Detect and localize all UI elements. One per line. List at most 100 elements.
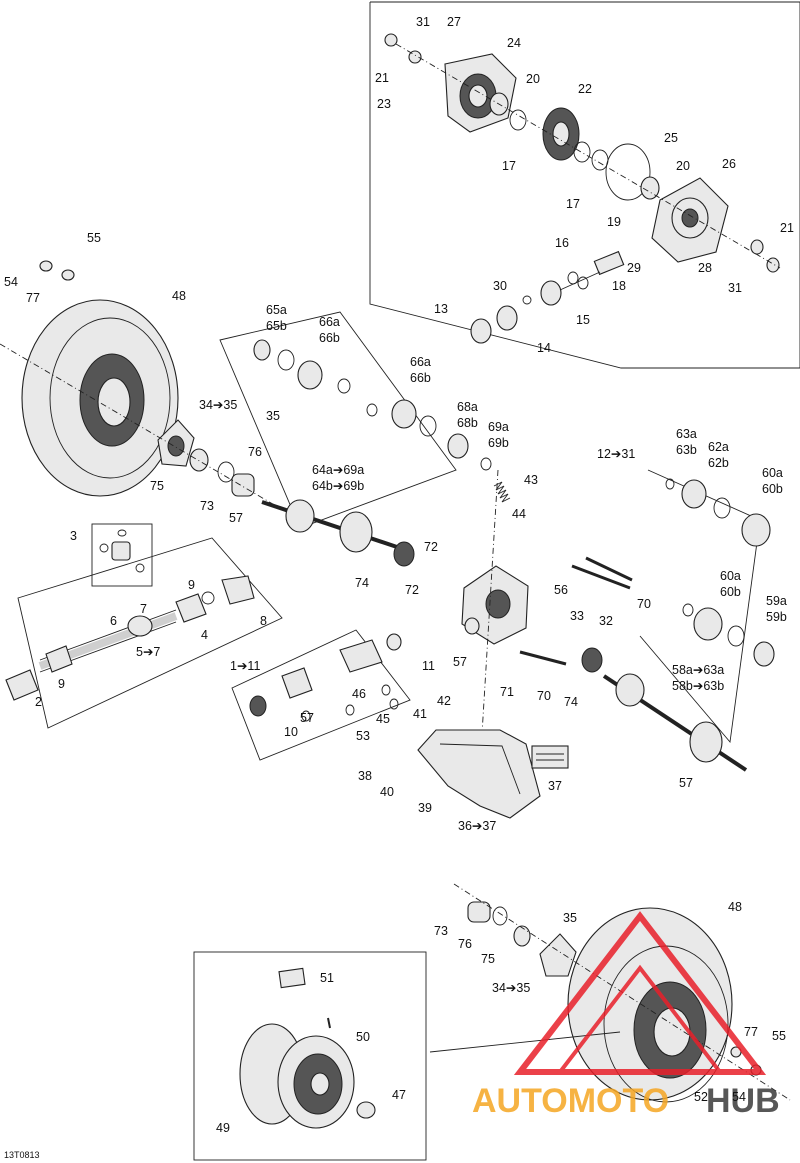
part-label: 39 bbox=[418, 801, 432, 815]
part-label: 34➔35 bbox=[492, 981, 530, 995]
rear-hub-parts bbox=[467, 901, 762, 1076]
front-tire-48 bbox=[21, 299, 179, 497]
part-label: 22 bbox=[578, 82, 592, 96]
part-label: 57 bbox=[229, 511, 243, 525]
part-label: 68b bbox=[457, 416, 478, 430]
wheel-rim-49 bbox=[239, 967, 376, 1129]
rear-axle-group-bracket bbox=[639, 469, 761, 744]
part-label: 71 bbox=[500, 685, 514, 699]
wheel-rim-inset-frame bbox=[193, 951, 427, 1161]
front-differential-housing bbox=[461, 565, 529, 645]
part-label: 75 bbox=[481, 952, 495, 966]
part-label: 29 bbox=[627, 261, 641, 275]
part-label: 5➔7 bbox=[136, 645, 160, 659]
part-label: 66a bbox=[410, 355, 431, 369]
part-label: 20 bbox=[526, 72, 540, 86]
part-label: 49 bbox=[216, 1121, 230, 1135]
part-label: 46 bbox=[352, 687, 366, 701]
seal-74-upper bbox=[393, 541, 415, 567]
part-label: 48 bbox=[728, 900, 742, 914]
part-label: 72 bbox=[405, 583, 419, 597]
hub-34 bbox=[157, 419, 195, 467]
part-label: 58b➔63b bbox=[672, 679, 724, 693]
part-label: 69b bbox=[488, 436, 509, 450]
part-label: 21 bbox=[375, 71, 389, 85]
part-label: 4 bbox=[201, 628, 208, 642]
part-label: 74 bbox=[564, 695, 578, 709]
part-labels: 31 27 24 21 23 20 22 17 25 20 26 17 19 2… bbox=[4, 15, 794, 1135]
differential-axis-line bbox=[395, 43, 781, 269]
part-label: 17 bbox=[502, 159, 516, 173]
part-label: 18 bbox=[612, 279, 626, 293]
part-label: 41 bbox=[413, 707, 427, 721]
part-label: 17 bbox=[566, 197, 580, 211]
part-label: 65a bbox=[266, 303, 287, 317]
part-label: 30 bbox=[493, 279, 507, 293]
part-label: 14 bbox=[537, 341, 551, 355]
part-label: 13 bbox=[434, 302, 448, 316]
o-ring-25 bbox=[605, 143, 651, 201]
wheel-bearing-parts bbox=[39, 260, 255, 497]
part-label: 70 bbox=[637, 597, 651, 611]
part-label: 24 bbox=[507, 36, 521, 50]
part-label: 60b bbox=[720, 585, 741, 599]
front-wheel-axis-line bbox=[0, 343, 301, 521]
rear-drive-axle-58 bbox=[602, 478, 775, 772]
pinion-gear-18 bbox=[559, 250, 625, 291]
part-label: 42 bbox=[437, 694, 451, 708]
part-label: 65b bbox=[266, 319, 287, 333]
part-label: 57 bbox=[453, 655, 467, 669]
part-label: 36➔37 bbox=[458, 819, 496, 833]
part-label: 11 bbox=[422, 659, 435, 673]
part-label: 44 bbox=[512, 507, 526, 521]
part-label: 54 bbox=[4, 275, 18, 289]
long-bolts-70-71 bbox=[519, 556, 633, 666]
seal-74-lower bbox=[581, 647, 603, 673]
part-label: 63b bbox=[676, 443, 697, 457]
part-label: 43 bbox=[524, 473, 538, 487]
part-label: 23 bbox=[377, 97, 391, 111]
automotohub-watermark: AUTOMOTO HUB bbox=[472, 911, 780, 1120]
part-label: 19 bbox=[607, 215, 621, 229]
part-label: 76 bbox=[248, 445, 262, 459]
part-label: 21 bbox=[780, 221, 794, 235]
part-label: 9 bbox=[188, 578, 195, 592]
part-label: 6 bbox=[110, 614, 117, 628]
watermark-hub-text: HUB bbox=[706, 1082, 780, 1120]
part-label: 56 bbox=[554, 583, 568, 597]
part-label: 75 bbox=[150, 479, 164, 493]
part-label: 32 bbox=[599, 614, 613, 628]
differential-cover-24 bbox=[444, 53, 517, 133]
part-label: 28 bbox=[698, 261, 712, 275]
driveshaft-group-bracket bbox=[17, 537, 283, 729]
part-label: 51 bbox=[320, 971, 334, 985]
ring-gear-22 bbox=[542, 107, 580, 161]
part-label: 64a➔69a bbox=[312, 463, 364, 477]
part-label: 3 bbox=[70, 529, 77, 543]
rear-differential-inset-frame bbox=[369, 1, 800, 369]
spring-43 bbox=[493, 481, 511, 503]
part-label: 73 bbox=[200, 499, 214, 513]
part-label: 16 bbox=[555, 236, 569, 250]
part-label: 64b➔69b bbox=[312, 479, 364, 493]
front-axle-group-bracket bbox=[219, 311, 457, 529]
part-label: 10 bbox=[284, 725, 298, 739]
part-label: 60b bbox=[762, 482, 783, 496]
part-label: 34➔35 bbox=[199, 398, 237, 412]
part-label: 7 bbox=[140, 602, 147, 616]
part-label: 35 bbox=[266, 409, 280, 423]
part-label: 52 bbox=[694, 1090, 708, 1104]
part-label: 38 bbox=[358, 769, 372, 783]
part-label: 66b bbox=[319, 331, 340, 345]
part-label: 69a bbox=[488, 420, 509, 434]
part-label: 27 bbox=[447, 15, 461, 29]
part-label: 53 bbox=[356, 729, 370, 743]
part-label: 54 bbox=[732, 1090, 746, 1104]
part-label: 59b bbox=[766, 610, 787, 624]
part-label: 77 bbox=[744, 1025, 758, 1039]
u-joint-kit-3-parts bbox=[99, 529, 145, 573]
part-label: 37 bbox=[548, 779, 562, 793]
part-label: 66a bbox=[319, 315, 340, 329]
part-label: 57 bbox=[300, 711, 314, 725]
bearings-and-shims bbox=[384, 33, 780, 344]
